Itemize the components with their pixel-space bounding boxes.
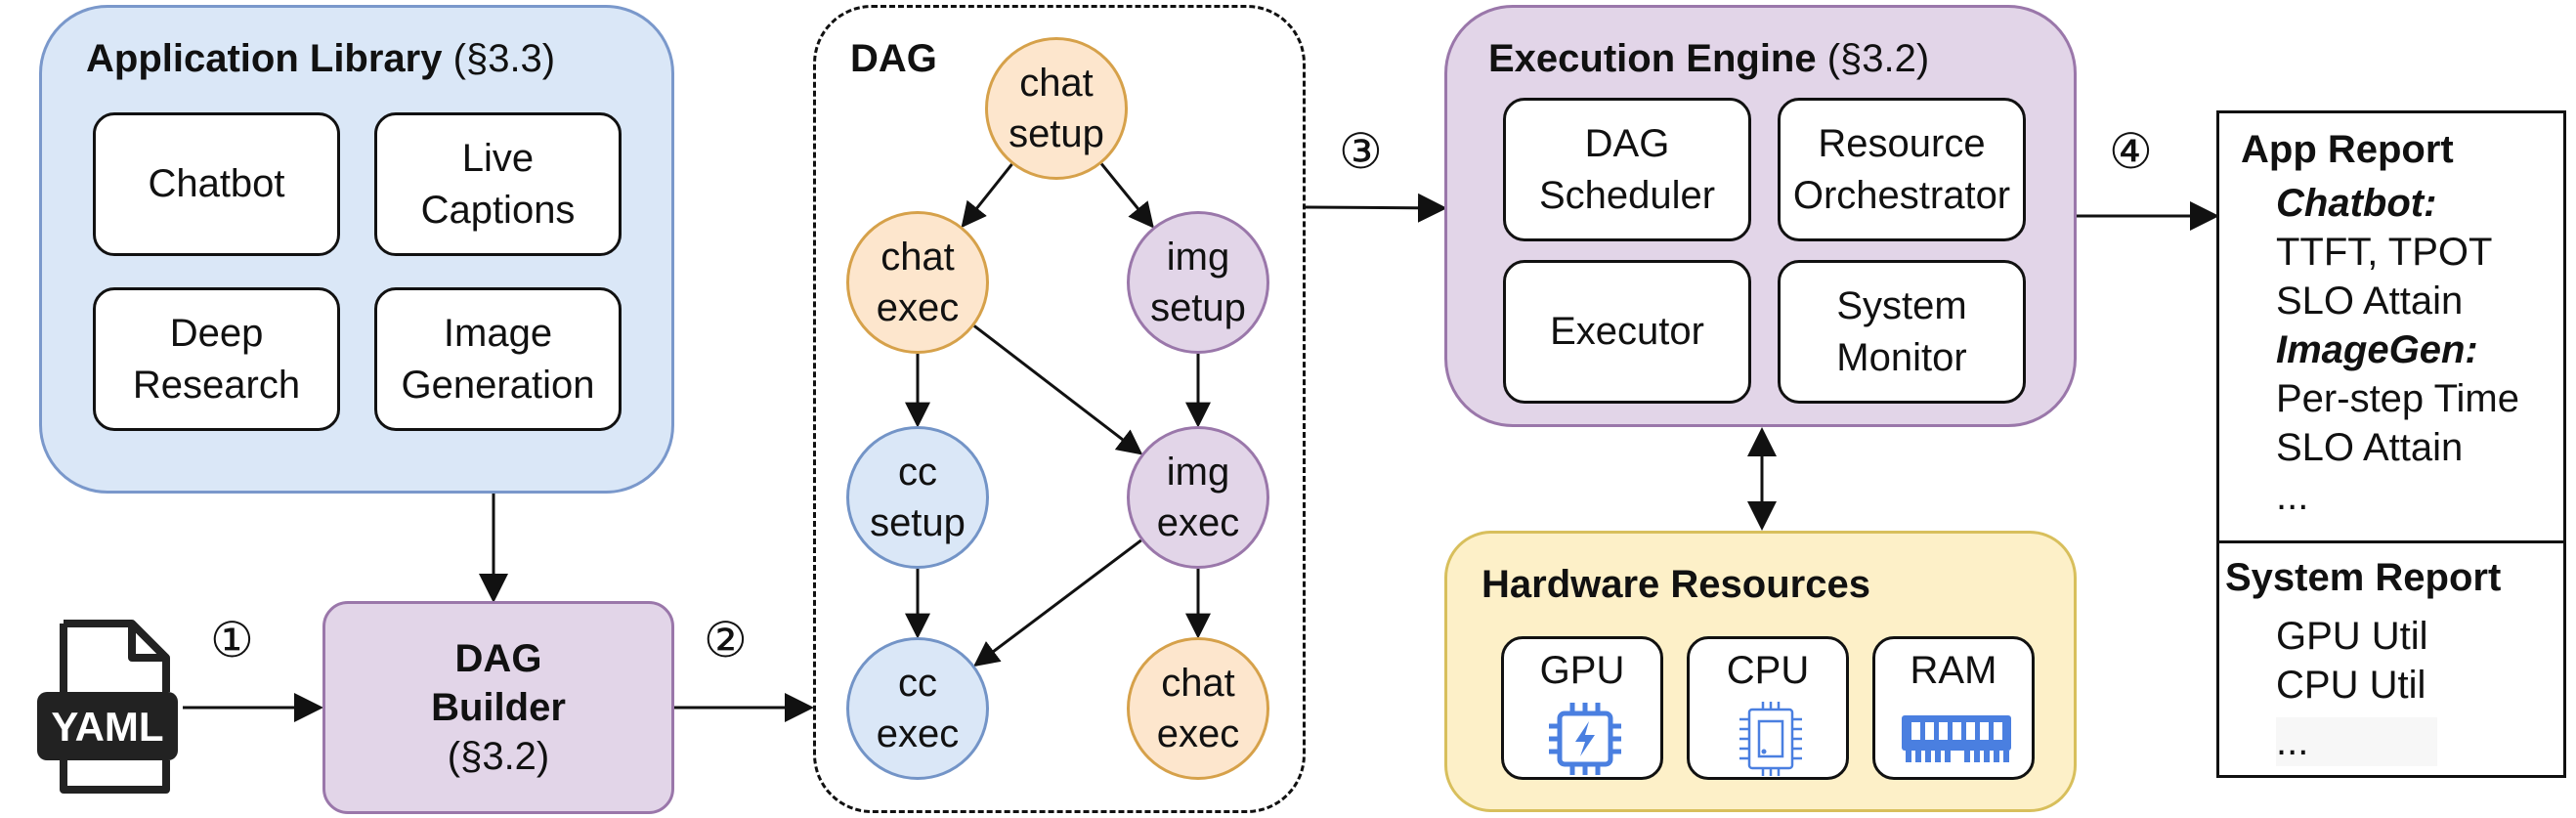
dag-edge (961, 163, 1013, 229)
dag-node-chat-exec[interactable]: chat exec (846, 211, 989, 354)
engine-item-label: Executor (1550, 310, 1704, 353)
yaml-file-icon: YAML (37, 620, 178, 794)
app-item-label: Live Captions (420, 136, 576, 232)
report-line: SLO Attain (2276, 280, 2464, 323)
hardware-item-cpu[interactable]: CPU (1687, 636, 1849, 780)
dag-node-label: cc setup (870, 451, 966, 544)
hardware-item-label: GPU (1539, 649, 1625, 692)
cpu-chip-icon (1739, 702, 1802, 776)
ram-module-icon (1902, 715, 2011, 762)
dag-node-cc-exec[interactable]: cc exec (846, 637, 989, 780)
execution-engine-ref: (§3.2) (1826, 37, 1930, 80)
engine-item-system-monitor[interactable]: System Monitor (1778, 260, 2026, 404)
report-line: SLO Attain (2276, 426, 2464, 469)
report-line: CPU Util (2276, 664, 2426, 707)
app-report-title: App Report (2241, 128, 2454, 171)
hardware-item-ram[interactable]: RAM (1872, 636, 2035, 780)
dag-edge (1099, 162, 1154, 229)
dag-title: DAG (850, 37, 937, 80)
dag-builder-box[interactable]: DAG Builder (§3.2) (322, 601, 674, 814)
dag-builder-title: DAG (454, 637, 542, 680)
app-item-label: Deep Research (132, 311, 301, 407)
system-report-lines: GPU Util CPU Util ... (2276, 612, 2437, 766)
engine-item-label: System Monitor (1836, 283, 1967, 379)
hardware-resources-title: Hardware Resources (1481, 563, 1870, 606)
dag-builder-title-2: Builder (431, 686, 566, 729)
app-item-live-captions[interactable]: Live Captions (374, 112, 622, 256)
application-library-panel: Application Library (§3.3) Chatbot Live … (39, 5, 674, 494)
execution-engine-title-text: Execution Engine (1488, 37, 1817, 80)
app-item-chatbot[interactable]: Chatbot (93, 112, 340, 256)
step-4-label: ④ (2109, 123, 2153, 180)
dag-panel: DAG (813, 5, 1306, 813)
dag-node-label: img exec (1156, 451, 1240, 544)
engine-item-executor[interactable]: Executor (1503, 260, 1751, 404)
hardware-item-gpu[interactable]: GPU (1501, 636, 1663, 780)
app-item-image-generation[interactable]: Image Generation (374, 287, 622, 431)
dag-node-label: img setup (1150, 236, 1246, 329)
report-line-chatbot-heading: Chatbot: (2276, 182, 2437, 225)
system-report-title: System Report (2225, 556, 2502, 599)
dag-node-chat-exec-2[interactable]: chat exec (1127, 637, 1269, 780)
hardware-item-label: RAM (1910, 649, 1997, 692)
hardware-item-label: CPU (1726, 649, 1810, 692)
engine-item-resource-orchestrator[interactable]: Resource Orchestrator (1778, 98, 2026, 241)
report-panel: App Report Chatbot: TTFT, TPOT SLO Attai… (2216, 110, 2566, 778)
dag-node-label: chat setup (1009, 62, 1104, 155)
engine-item-label: Resource Orchestrator (1792, 121, 2011, 217)
dag-edge (973, 324, 1143, 455)
report-line: ... (2276, 475, 2309, 518)
app-item-label: Chatbot (148, 162, 285, 205)
report-line: TTFT, TPOT (2276, 231, 2493, 274)
yaml-label: YAML (51, 704, 163, 750)
arrow-dag-to-engine (1305, 193, 1447, 223)
dag-node-cc-setup[interactable]: cc setup (846, 426, 989, 569)
report-line-imagegen-heading: ImageGen: (2276, 328, 2478, 371)
application-library-title: Application Library (§3.3) (86, 37, 555, 81)
step-2-label: ② (704, 612, 748, 668)
dag-edge (973, 538, 1142, 667)
step-3-label: ③ (1339, 123, 1383, 180)
engine-item-dag-scheduler[interactable]: DAG Scheduler (1503, 98, 1751, 241)
dag-node-label: chat exec (876, 236, 960, 329)
report-divider (2219, 540, 2563, 543)
dag-builder-ref: (§3.2) (447, 735, 550, 778)
hardware-resources-panel: Hardware Resources GPU CPU (1444, 531, 2077, 812)
app-item-deep-research[interactable]: Deep Research (93, 287, 340, 431)
app-item-label: Image Generation (401, 311, 595, 407)
dag-node-label: chat exec (1156, 662, 1240, 755)
report-line: Per-step Time (2276, 377, 2519, 420)
dag-node-label: cc exec (876, 662, 960, 755)
application-library-title-text: Application Library (86, 37, 443, 80)
dag-node-img-setup[interactable]: img setup (1127, 211, 1269, 354)
app-report-lines: Chatbot: TTFT, TPOT SLO Attain ImageGen:… (2276, 179, 2519, 521)
application-library-ref: (§3.3) (452, 37, 556, 80)
step-1-label: ① (210, 612, 254, 668)
engine-item-label: DAG Scheduler (1538, 121, 1716, 217)
gpu-chip-icon (1549, 703, 1621, 775)
execution-engine-panel: Execution Engine (§3.2) DAG Scheduler Re… (1444, 5, 2077, 427)
report-line: GPU Util (2276, 615, 2428, 658)
dag-node-chat-setup[interactable]: chat setup (985, 37, 1128, 180)
report-line: ... (2276, 717, 2437, 766)
dag-node-img-exec[interactable]: img exec (1127, 426, 1269, 569)
execution-engine-title: Execution Engine (§3.2) (1488, 37, 1929, 81)
